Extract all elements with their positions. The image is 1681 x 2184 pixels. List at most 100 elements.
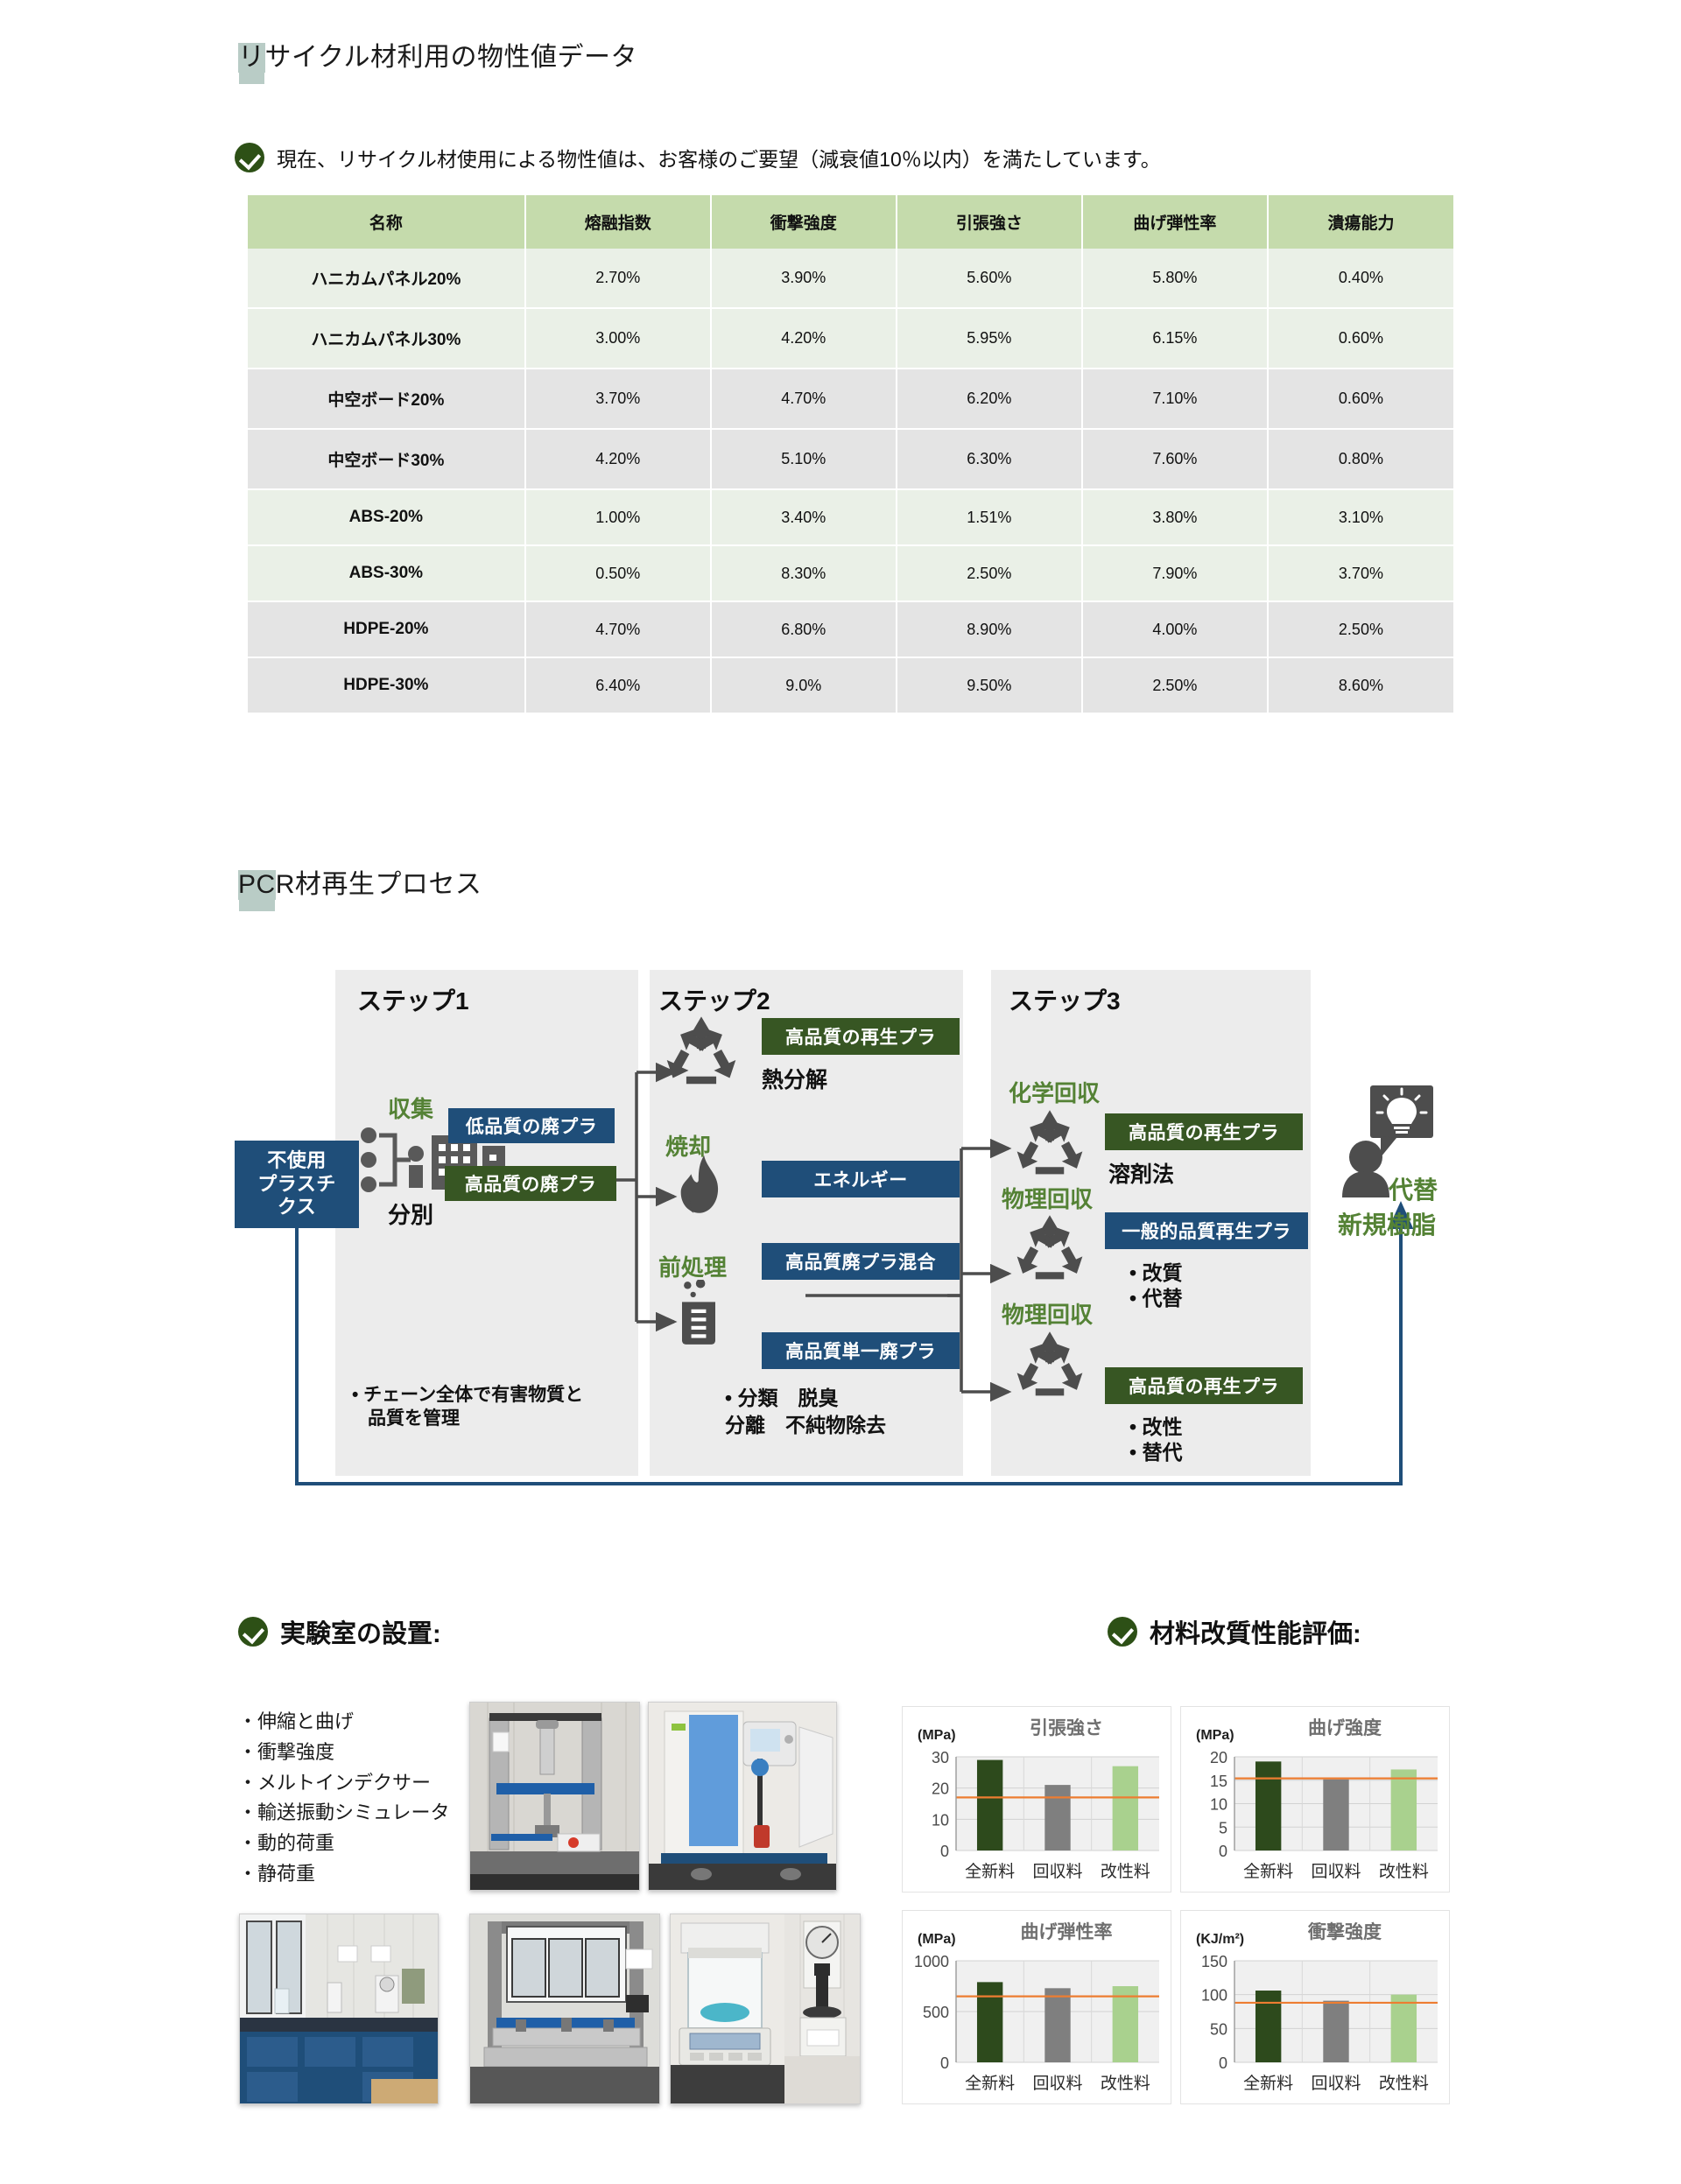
cell-value: 3.90% [710, 249, 897, 309]
recycle-icon [1016, 1110, 1083, 1175]
list-item: ・衝撃強度 [238, 1740, 335, 1763]
bar [1323, 2000, 1349, 2062]
chart-impact: 衝撃強度(KJ/m²)050100150全新料回収料改性料 [1196, 1921, 1438, 2093]
input-box-line2: プラスチ [257, 1172, 336, 1195]
properties-table: 名称 熔融指数 衝撃強度 引張強さ 曲げ弾性率 潰瘍能力 ハニカムパネル20% … [248, 195, 1453, 714]
lab-setup-heading-text: 実験室の設置: [280, 1620, 441, 1648]
col-header-melt-index: 熔融指数 [524, 195, 712, 249]
cell-value: 0.60% [1267, 369, 1453, 430]
col-header-flex-modulus: 曲げ弾性率 [1081, 195, 1269, 249]
cell-value: 9.0% [710, 657, 897, 714]
cell-value: 5.80% [1081, 249, 1269, 309]
step2-panel [650, 970, 963, 1476]
step3-physical-recovery-label-1: 物理回収 [1002, 1186, 1094, 1212]
cell-value: 6.40% [524, 657, 712, 714]
x-tick-label: 全新料 [965, 2074, 1015, 2093]
cell-value: 4.70% [524, 601, 712, 658]
step2-bullet-line2: 分離 不純物除去 [725, 1414, 886, 1437]
chart-tensile: 引張強さ(MPa)0102030全新料回収料改性料 [918, 1718, 1159, 1881]
x-tick-label: 改性料 [1379, 1862, 1429, 1881]
input-box-unused-plastic: 不使用 プラスチ クス [235, 1141, 359, 1228]
step2-tag-recycled-plastic: 高品質の再生プラ [762, 1018, 960, 1055]
bar [1044, 1785, 1071, 1850]
x-tick-label: 回収料 [1032, 2074, 1082, 2093]
check-circle-icon [235, 143, 264, 172]
bar [1044, 1988, 1071, 2062]
cell-value: 6.20% [896, 369, 1083, 430]
table-row: ハニカムパネル30% 3.00% 4.20% 5.95% 6.15% 0.60% [248, 308, 1453, 369]
step1-bullet-line2: 品質を管理 [368, 1408, 460, 1429]
step3-group2-bullets: • 改質 • 代替 [1129, 1261, 1182, 1311]
bar [1390, 1994, 1417, 2062]
y-tick-label: 30 [932, 1749, 949, 1766]
cell-value: 3.00% [524, 308, 712, 369]
step3-physical-recovery-label-2: 物理回収 [1002, 1302, 1094, 1328]
y-tick-label: 0 [940, 2054, 949, 2072]
recycle-icon [1016, 1331, 1083, 1396]
cell-value: 5.10% [710, 429, 897, 490]
cell-value: 0.60% [1267, 308, 1453, 369]
step2-tag-single-plastic: 高品質単一廃プラ [762, 1332, 960, 1369]
cell-value: 3.80% [1081, 489, 1269, 546]
flame-icon [680, 1155, 719, 1213]
cell-value: 6.15% [1081, 308, 1269, 369]
x-tick-label: 全新料 [1243, 2074, 1293, 2093]
cell-value: 0.80% [1267, 429, 1453, 490]
check-circle-icon [1108, 1617, 1137, 1647]
step2-label: ステップ2 [658, 987, 770, 1015]
step2-tag-mixed-plastic: 高品質廃プラ混合 [762, 1243, 960, 1280]
x-tick-label: 改性料 [1101, 2074, 1150, 2093]
step3-label: ステップ3 [1009, 987, 1121, 1015]
step1-sort-label: 分別 [388, 1202, 434, 1228]
x-tick-label: 全新料 [1243, 1862, 1293, 1881]
cell-value: 8.60% [1267, 657, 1453, 714]
cell-value: 2.50% [1081, 657, 1269, 714]
equipment-list: ・伸縮と曲げ ・衝撃強度 ・メルトインデクサー ・輸送振動シミュレータ ・動的荷… [238, 1707, 450, 1890]
chart-unit-label: (MPa) [918, 1728, 956, 1743]
chart-title: 曲げ強度 [1308, 1717, 1382, 1738]
cell-value: 1.00% [524, 489, 712, 546]
step3-panel [991, 970, 1311, 1476]
y-tick-label: 0 [1219, 1843, 1227, 1860]
x-tick-label: 改性料 [1101, 1862, 1150, 1881]
cell-value: 0.40% [1267, 249, 1453, 309]
notice-line: 現在、リサイクル材使用による物性値は、お客様のご要望（減衰値10％以内）を満たし… [235, 143, 1161, 172]
cell-value: 5.95% [896, 308, 1083, 369]
list-item: ・静荷重 [238, 1862, 316, 1885]
table-row: ABS-30% 0.50% 8.30% 2.50% 7.90% 3.70% [248, 545, 1453, 602]
cell-value: 3.10% [1267, 489, 1453, 546]
properties-table-wrapper: 名称 熔融指数 衝撃強度 引張強さ 曲げ弾性率 潰瘍能力 ハニカムパネル20% … [248, 195, 1453, 714]
step1-tag-low-quality: 低品質の廃プラ [448, 1108, 615, 1143]
col-header-ulcer: 潰瘍能力 [1267, 195, 1453, 249]
beaker-icon [682, 1280, 715, 1345]
cell-value: 4.00% [1081, 601, 1269, 658]
person-idea-icon [1342, 1085, 1433, 1197]
step1-tag-high-quality: 高品質の廃プラ [445, 1166, 616, 1201]
step2-pyrolysis-label: 熱分解 [762, 1068, 828, 1092]
cell-value: 2.50% [1267, 601, 1453, 658]
x-tick-label: 回収料 [1032, 1862, 1082, 1881]
step1-bullets: • チェーン全体で有害物質と 品質を管理 [352, 1383, 583, 1431]
step3-chemical-recovery-label: 化学回収 [1009, 1080, 1101, 1106]
step2-tag-energy: エネルギー [762, 1161, 960, 1197]
cell-value: 8.30% [710, 545, 897, 602]
lab-setup-heading: 実験室の設置: [238, 1613, 441, 1650]
table-row: HDPE-30% 6.40% 9.0% 9.50% 2.50% 8.60% [248, 657, 1453, 714]
notice-text: 現在、リサイクル材使用による物性値は、お客様のご要望（減衰値10％以内）を満たし… [277, 148, 1161, 171]
step3-group3-bullets: • 改性 • 替代 [1129, 1415, 1182, 1465]
bar [1255, 1991, 1282, 2062]
cell-value: 8.90% [896, 601, 1083, 658]
diagram-connectors [295, 1062, 1414, 1485]
cell-value: 3.40% [710, 489, 897, 546]
photo-tensile-tester [469, 1702, 640, 1891]
output-label-line1: 代替 [1389, 1176, 1438, 1204]
photo-impact-tester [648, 1702, 837, 1891]
step3-solvent-method-label: 溶剤法 [1108, 1162, 1175, 1187]
chart-unit-label: (MPa) [918, 1932, 956, 1947]
col-header-tensile: 引張強さ [896, 195, 1083, 249]
y-tick-label: 5 [1219, 1819, 1227, 1836]
y-tick-label: 100 [1201, 1987, 1227, 2005]
bar [1323, 1779, 1349, 1850]
cell-value: 6.80% [710, 601, 897, 658]
cell-value: 2.50% [896, 545, 1083, 602]
